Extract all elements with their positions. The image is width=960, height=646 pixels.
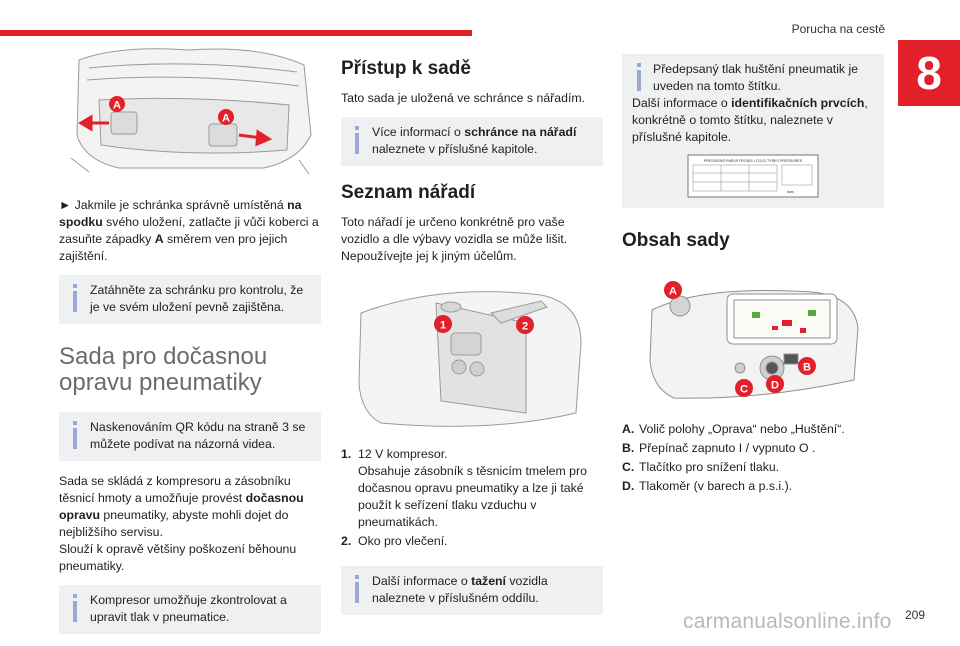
info-icon	[73, 421, 77, 449]
text-run: Jakmile je schránka správně umístěná	[71, 198, 288, 212]
list-item: 1. 12 V kompresor. Obsahuje zásobník s t…	[341, 447, 587, 529]
info-icon	[637, 63, 641, 91]
text-run: vozidla naleznete v příslušném oddílu.	[372, 574, 548, 605]
info-box-compressor: Kompresor umožňuje zkontrolovat a upravi…	[59, 585, 321, 634]
text-run: Více informací o	[372, 125, 465, 139]
watermark: carmanualsonline.info	[683, 610, 892, 633]
list-item: A.Volič polohy „Oprava“ nebo „Huštění“.	[622, 422, 845, 436]
tyre-pressure-label-figure: PRESSIONS PNEUS FROIDS • COLD TYRES PRES…	[687, 154, 819, 198]
label-unit: bars	[787, 190, 794, 194]
bold-run: tažení	[471, 574, 506, 588]
text-run: Další informace o	[372, 574, 472, 588]
callout-d: D	[771, 380, 779, 392]
title-access: Přístup k sadě	[341, 58, 471, 79]
bold-run: na spodku	[59, 198, 302, 229]
callout-c: C	[740, 384, 748, 396]
kit-usage: Slouží k opravě většiny poškození běhoun…	[59, 542, 297, 573]
callout-a: A	[669, 286, 677, 298]
callout-a-right: A	[222, 113, 230, 125]
toolbox-latch-figure: A A	[70, 48, 312, 175]
info-icon	[73, 594, 77, 622]
info-icon	[355, 575, 359, 603]
info-box-pressure-label: Předepsaný tlak huštění pneumatik je uve…	[622, 54, 884, 208]
column-3: Předepsaný tlak huštění pneumatik je uve…	[622, 40, 884, 497]
bold-run: A	[154, 232, 164, 246]
compressor-figure: A B C D	[649, 281, 859, 399]
kit-description: Sada se skládá z kompresoru a zásobníku …	[59, 473, 321, 541]
kit-parts-list: A.Volič polohy „Oprava“ nebo „Huštění“. …	[622, 421, 884, 495]
top-accent-bar	[0, 30, 472, 36]
bold-run: identifikačních prvcích	[731, 96, 865, 110]
latch-instruction: ► Jakmile je schránka správně umístěná n…	[59, 197, 321, 265]
info-box-qr: Naskenováním QR kódu na straně 3 se může…	[59, 412, 321, 461]
running-title: Porucha na cestě	[791, 22, 885, 36]
callout-b: B	[803, 362, 811, 374]
info-box-check: Zatáhněte za schránku pro kontrolu, že j…	[59, 275, 321, 324]
list-item: D.Tlakoměr (v barech a p.s.i.).	[622, 479, 793, 493]
info-box-towing: Další informace o tažení vozidla nalezne…	[341, 566, 603, 615]
label-title: PRESSIONS PNEUS FROIDS • COLD TYRES PRES…	[704, 159, 803, 163]
text-run: svého uložení, zatlačte ji vůči koberci …	[59, 215, 319, 246]
info-box-toolbox: Více informací o schránce na nářadí nale…	[341, 117, 603, 166]
title-tool-list: Seznam nářadí	[341, 182, 476, 203]
list-item: C.Tlačítko pro snížení tlaku.	[622, 460, 780, 474]
column-1: A A ► Jakmile je schránka správně umístě…	[59, 40, 321, 646]
callout-1: 1	[440, 320, 446, 332]
callout-a-left: A	[113, 100, 121, 112]
page-number: 209	[905, 608, 926, 622]
text-run: směrem ven pro jejich zajištění.	[59, 232, 288, 263]
text-run: Další informace o	[632, 96, 732, 110]
bold-run: dočasnou opravu	[59, 491, 304, 522]
tool-list-intro: Toto nářadí je určeno konkrétně pro vaše…	[341, 215, 568, 263]
info-icon	[73, 284, 77, 312]
bold-run: schránce na nářadí	[464, 125, 577, 139]
access-text: Tato sada je uložená ve schránce s nářad…	[341, 91, 586, 105]
tool-list: 1. 12 V kompresor. Obsahuje zásobník s t…	[341, 446, 603, 550]
callout-2: 2	[522, 321, 528, 333]
list-item: B.Přepínač zapnuto I / vypnuto O .	[622, 441, 816, 455]
text-run: pneumatiky, abyste mohli dojet do nejbli…	[59, 508, 289, 539]
list-item: 2. Oko pro vlečení.	[341, 534, 448, 548]
title-kit-contents: Obsah sady	[622, 230, 730, 251]
column-2: Přístup k sadě Tato sada je uložená ve s…	[341, 40, 603, 627]
info-icon	[355, 126, 359, 154]
text-run: naleznete v příslušné kapitole.	[372, 142, 538, 156]
bullet-marker: ►	[59, 198, 72, 212]
toolbox-contents-figure: 1 2	[358, 291, 582, 427]
chapter-tab: 8	[898, 40, 960, 106]
text-run: , konkrétně o tomto štítku, naleznete v …	[632, 96, 868, 144]
text-run: Sada se skládá z kompresoru a zásobníku …	[59, 474, 291, 505]
